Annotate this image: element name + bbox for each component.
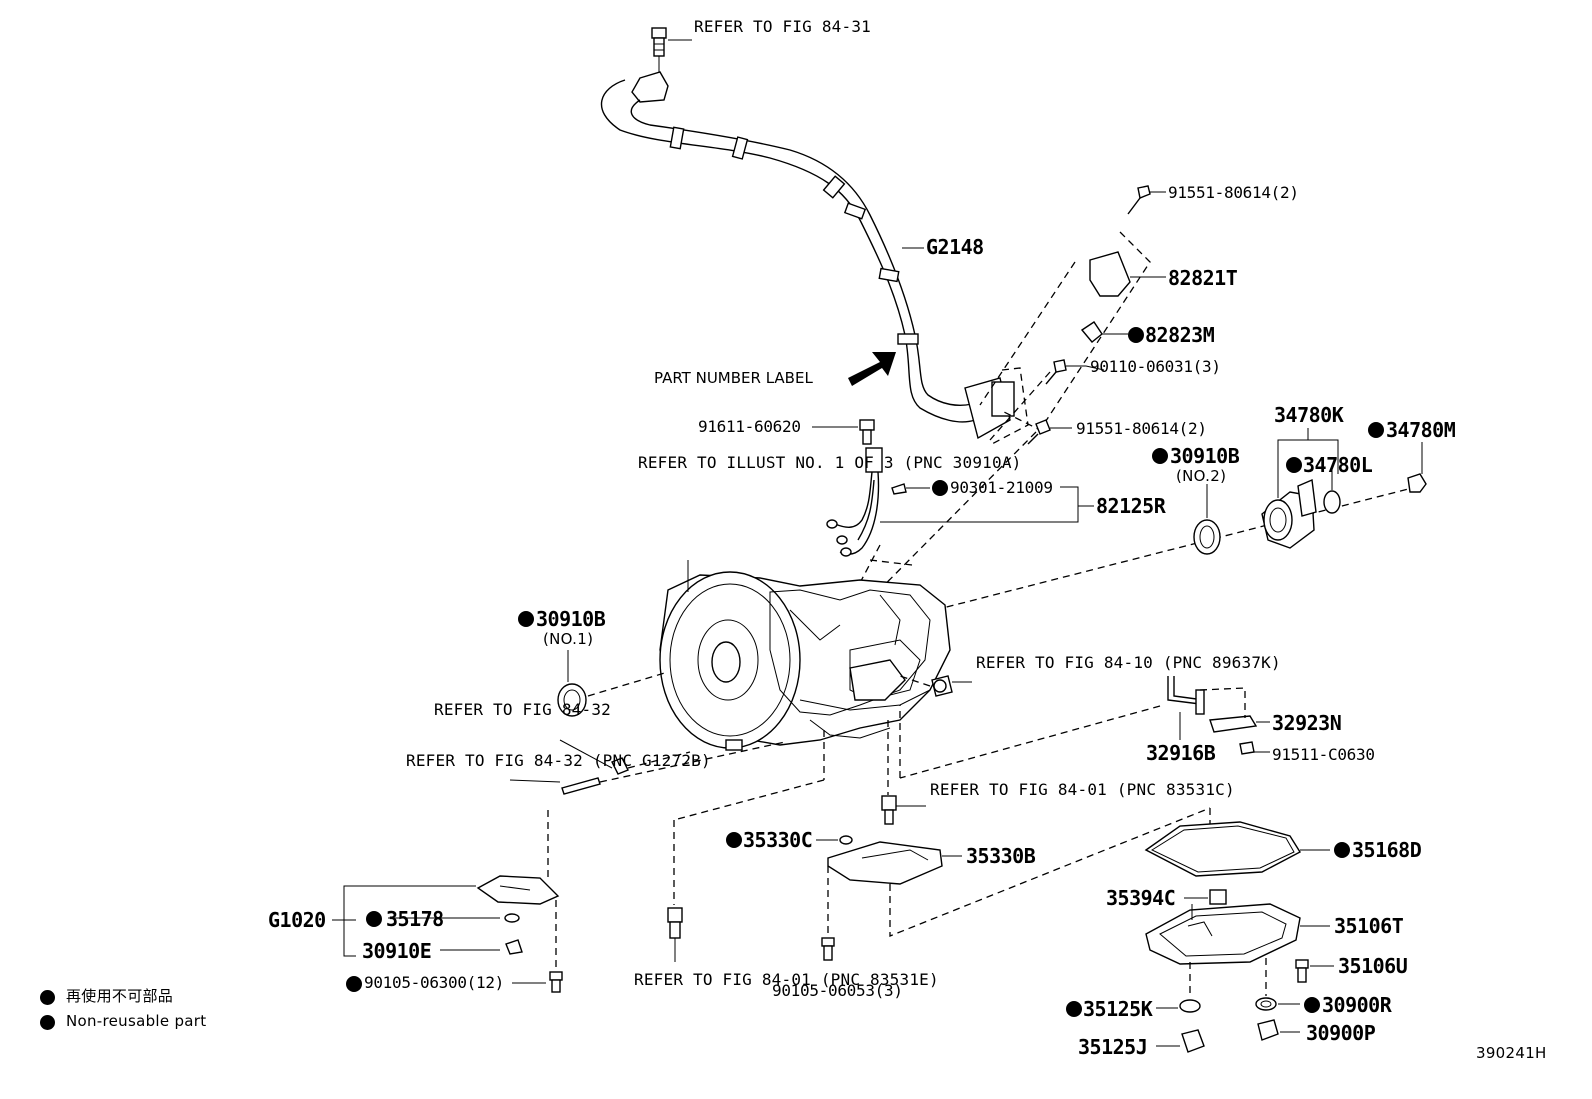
oil-pan-assembly: [1144, 821, 1334, 1053]
refer-fig-84-01a-label: REFER TO FIG 84-01 (PNC 83531C): [930, 780, 1235, 799]
part-number-label-caption: PART NUMBER LABEL: [654, 369, 813, 387]
part-number-label-arrow: [848, 352, 896, 386]
part-35330c-label: 35330C: [743, 828, 813, 852]
transmission-assembly: [659, 560, 951, 751]
bolt-91551-top: [1127, 185, 1166, 215]
part-90105-12-label: 90105-06300(12): [364, 973, 504, 992]
legend-dot-en: [40, 1015, 55, 1030]
no2-label: (NO.2): [1176, 467, 1227, 485]
part-90110-label: 90110-06031(3): [1090, 357, 1221, 376]
part-30910b-no1-label: 30910B: [536, 607, 606, 631]
part-30910b-no2-label: 30910B: [1170, 444, 1240, 468]
non-reusable-marker: [932, 480, 948, 496]
legend-dot-jp: [40, 990, 55, 1005]
non-reusable-marker: [346, 976, 362, 992]
strainer-35330b: [816, 807, 1211, 938]
refer-illust-label: REFER TO ILLUST NO. 1 OF 3 (PNC 30910A): [638, 453, 1022, 472]
parts-34780-group: [934, 428, 1427, 611]
part-g1020-label: G1020: [268, 908, 326, 932]
sensor-83531e: [667, 730, 825, 962]
oil-seal-30910b-no1: [557, 650, 669, 717]
non-reusable-marker: [1334, 842, 1350, 858]
clip-82823m: [1080, 321, 1128, 343]
refer-fig-84-10-label: REFER TO FIG 84-10 (PNC 89637K): [976, 653, 1281, 672]
leader-90110: [1085, 365, 1105, 371]
part-35125j-label: 35125J: [1078, 1035, 1148, 1059]
part-30900p-label: 30900P: [1306, 1021, 1376, 1045]
sensor-89637k: [899, 675, 972, 697]
non-reusable-marker: [366, 911, 382, 927]
part-32923n-label: 32923N: [1272, 711, 1342, 735]
bracket-82821t: [1089, 251, 1166, 297]
part-35106u-label: 35106U: [1338, 954, 1408, 978]
refer-fig-84-31-label: REFER TO FIG 84-31: [694, 17, 871, 36]
part-34780m-label: 34780M: [1386, 418, 1456, 442]
part-35168d-label: 35168D: [1352, 838, 1422, 862]
wire-harness-g2148: [600, 71, 1015, 440]
non-reusable-marker: [518, 611, 534, 627]
part-35330b-label: 35330B: [966, 844, 1036, 868]
part-30910e-label: 30910E: [362, 939, 432, 963]
leader-82125r: [880, 486, 1094, 523]
part-82125r-label: 82125R: [1096, 494, 1166, 518]
part-35394c-label: 35394C: [1106, 886, 1176, 910]
bolt-90105-06053: [821, 937, 835, 961]
part-91551-top-label: 91551-80614(2): [1168, 183, 1299, 202]
fig-84-32-parts: [509, 739, 786, 795]
non-reusable-marker: [1368, 422, 1384, 438]
part-g2148-label: G2148: [926, 235, 984, 259]
non-reusable-marker: [1304, 997, 1320, 1013]
non-reusable-marker: [1128, 327, 1144, 343]
bolt-90110: [1045, 359, 1086, 385]
non-reusable-marker: [1066, 1001, 1082, 1017]
part-35106t-label: 35106T: [1334, 914, 1404, 938]
illustration-id: 390241H: [1476, 1044, 1547, 1062]
non-reusable-marker: [1286, 457, 1302, 473]
legend-jp: 再使用不可部品: [66, 987, 174, 1005]
part-34780k-label: 34780K: [1274, 403, 1344, 427]
non-reusable-marker: [726, 832, 742, 848]
part-82821t-label: 82821T: [1168, 266, 1238, 290]
sensor-83531c: [881, 720, 926, 825]
refer-fig-84-01b-label: REFER TO FIG 84-01 (PNC 83531E): [634, 970, 939, 989]
part-91551-mid-label: 91551-80614(2): [1076, 419, 1207, 438]
bolt-91551-mid: [1027, 419, 1072, 445]
non-reusable-marker: [1152, 448, 1168, 464]
part-91611-label: 91611-60620: [698, 417, 801, 436]
harness-bolt-top: [651, 27, 692, 78]
part-91511-label: 91511-C0630: [1272, 745, 1375, 764]
part-32916b-label: 32916B: [1146, 741, 1216, 765]
parts-32916b-32923n: [899, 676, 1270, 779]
cover-g1020: [332, 810, 563, 993]
part-90105-3-label: 90105-06053(3): [772, 981, 903, 1000]
legend-en: Non-reusable part: [66, 1012, 207, 1030]
part-35178-label: 35178: [386, 907, 444, 931]
part-82823m-label: 82823M: [1145, 323, 1215, 347]
refer-fig-84-32a-label: REFER TO FIG 84-32: [434, 700, 611, 719]
part-30900r-label: 30900R: [1322, 993, 1392, 1017]
part-34780l-label: 34780L: [1303, 453, 1373, 477]
bolt-91611: [812, 419, 875, 445]
part-90301-label: 90301-21009: [950, 478, 1053, 497]
no1-label: (NO.1): [543, 630, 594, 648]
part-35125k-label: 35125K: [1083, 997, 1153, 1021]
refer-fig-84-32b-label: REFER TO FIG 84-32 (PNC G1272B): [406, 751, 711, 770]
